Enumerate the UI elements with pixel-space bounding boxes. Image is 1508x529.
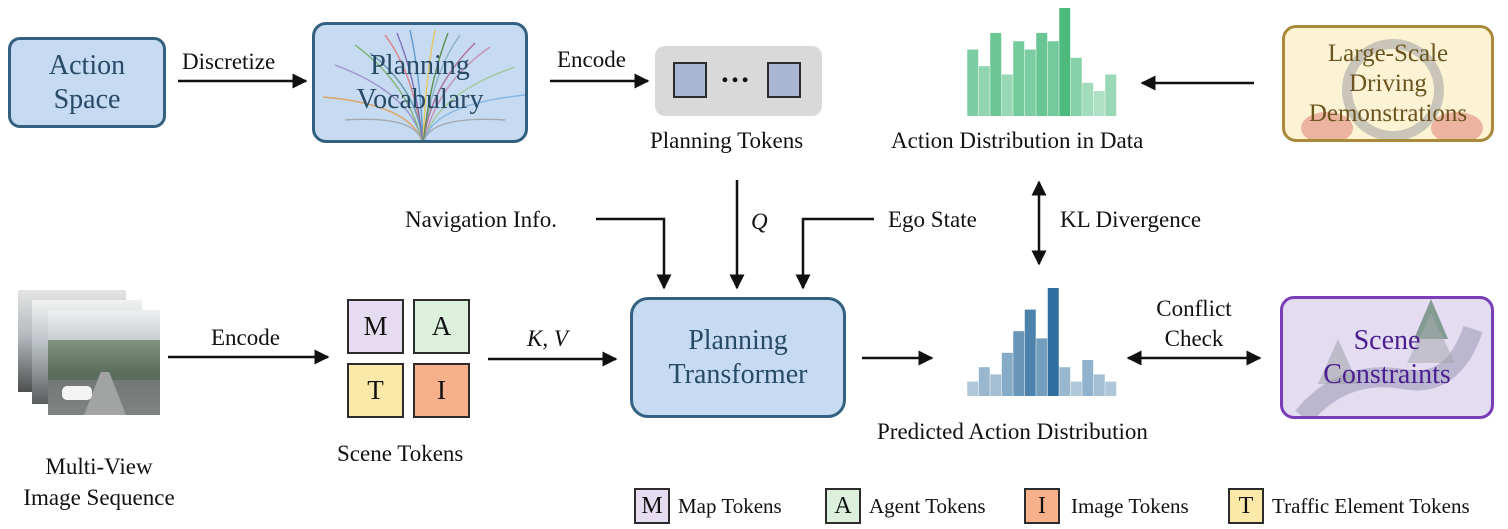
data-distribution-bar-4 [1001, 74, 1013, 116]
predicted-distribution-bar-11 [1082, 360, 1094, 396]
legend-label-agent: Agent Tokens [869, 494, 986, 518]
data-distribution-bar-1 [967, 49, 979, 116]
planning-token-first [673, 62, 707, 98]
kl-divergence-label: KL Divergence [1060, 207, 1202, 232]
encode-top-label: Encode [557, 47, 626, 72]
planning-token-ellipsis: … [720, 56, 750, 89]
road-scene-icon [1295, 299, 1483, 416]
legend-label-traffic: Traffic Element Tokens [1272, 494, 1470, 518]
predicted-distribution-bar-3 [990, 374, 1002, 396]
token-t: T [347, 363, 404, 418]
discretize-label: Discretize [182, 49, 276, 74]
data-distribution-bar-13 [1105, 74, 1117, 116]
encode-bottom-label: Encode [211, 325, 280, 350]
trajectory-fan-icon [322, 29, 525, 140]
data-distribution-bar-6 [1024, 49, 1036, 116]
ego-state-label: Ego State [888, 207, 977, 232]
data-distribution-bar-12 [1093, 91, 1105, 116]
legend-swatch-map: M [634, 488, 670, 524]
scene-tokens-label: Scene Tokens [337, 441, 464, 466]
car-icon [62, 386, 92, 400]
data-distribution-bar-10 [1070, 57, 1082, 116]
data-distribution-bar-11 [1082, 82, 1094, 116]
predicted-distribution-bar-13 [1105, 381, 1117, 396]
predicted-distribution-bar-9 [1059, 367, 1071, 396]
predicted-distribution-bar-7 [1036, 338, 1048, 396]
legend-swatch-traffic: T [1228, 488, 1264, 524]
token-a: A [413, 299, 470, 354]
camera-frame-front [48, 310, 160, 415]
predicted-distribution-bar-2 [978, 367, 990, 396]
predicted-distribution-bar-10 [1070, 381, 1082, 396]
predicted-distribution-bar-1 [967, 381, 979, 396]
predicted-distribution-bar-6 [1024, 309, 1036, 396]
planning-tokens-container: … [655, 46, 822, 116]
multi-view-image-stack [18, 290, 160, 415]
legend-swatch-image: I [1024, 488, 1060, 524]
navigation-info-label: Navigation Info. [405, 207, 558, 232]
data-distribution-bar-8 [1047, 41, 1059, 116]
data-distribution-bar-2 [978, 66, 990, 116]
data-distribution-bar-5 [1013, 41, 1025, 116]
predicted-distribution-chart [967, 288, 1117, 396]
planning-tokens-label: Planning Tokens [650, 128, 804, 153]
steering-wheel-icon [1301, 39, 1483, 139]
q-label: Q [751, 209, 768, 234]
data-distribution-bar-7 [1036, 32, 1048, 116]
planning-token-last [767, 62, 801, 98]
token-m: M [347, 299, 404, 354]
predicted-distribution-bar-4 [1001, 352, 1013, 396]
action-distribution-label: Action Distribution in Data [891, 128, 1144, 153]
data-distribution-chart [967, 8, 1117, 116]
legend-label-map: Map Tokens [678, 494, 782, 518]
data-distribution-bar-3 [990, 32, 1002, 116]
legend-swatch-agent: A [825, 488, 861, 524]
arrow-navigation [596, 217, 672, 290]
predicted-distribution-bar-5 [1013, 331, 1025, 396]
arrow-ego [795, 217, 874, 290]
token-i: I [413, 363, 470, 418]
predicted-distribution-bar-8 [1047, 288, 1059, 396]
legend-label-image: Image Tokens [1071, 494, 1189, 518]
predicted-distribution-bar-12 [1093, 374, 1105, 396]
predicted-distribution-label: Predicted Action Distribution [877, 419, 1148, 444]
kv-label: K, V [527, 326, 568, 351]
data-distribution-bar-9 [1059, 8, 1071, 116]
